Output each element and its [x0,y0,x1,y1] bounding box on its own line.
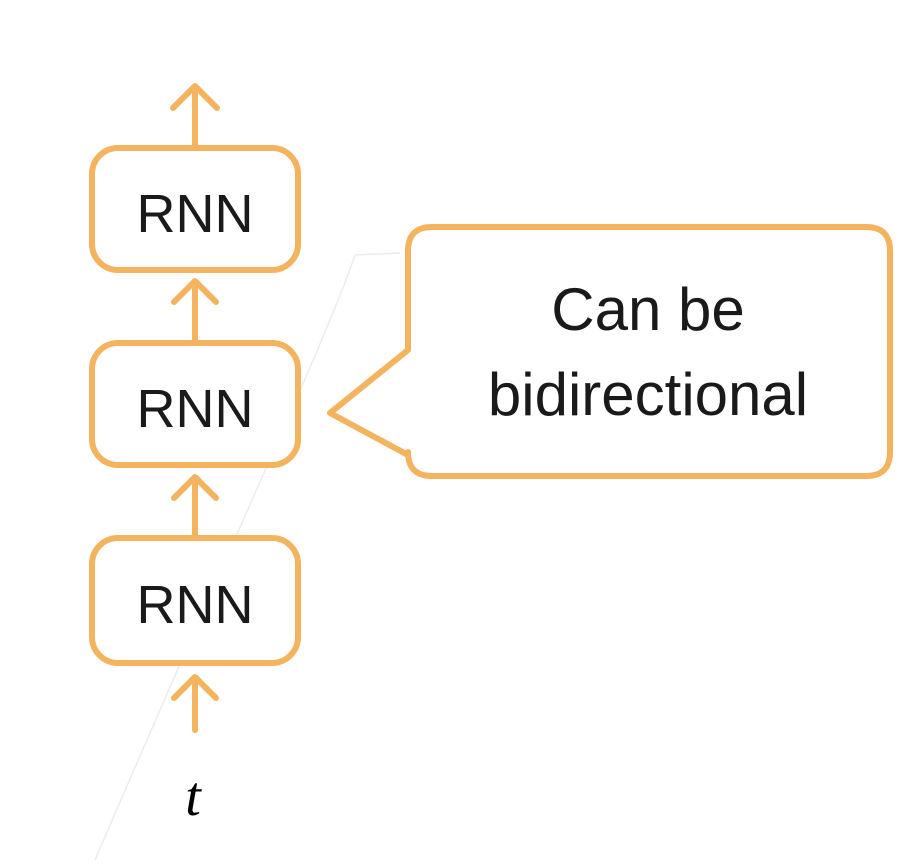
input-arrow [171,674,219,733]
input-label: t [185,766,202,828]
output-arrow [170,83,220,151]
rnn-layer-middle: RNN [89,340,301,468]
arrow-middle-to-top [171,278,219,346]
rnn-layer-top: RNN [89,145,301,273]
rnn-layer-top-label: RNN [137,184,254,244]
callout-text-line1: Can be [551,276,744,343]
faint-guide-line-top [354,252,401,256]
callout-text-line2: bidirectional [488,361,808,428]
arrow-bottom-to-middle [171,474,219,541]
rnn-layer-bottom: RNN [89,535,301,666]
rnn-layer-middle-label: RNN [137,379,254,439]
rnn-layer-bottom-label: RNN [137,575,254,635]
callout-bubble: Can be bidirectional [327,224,893,479]
